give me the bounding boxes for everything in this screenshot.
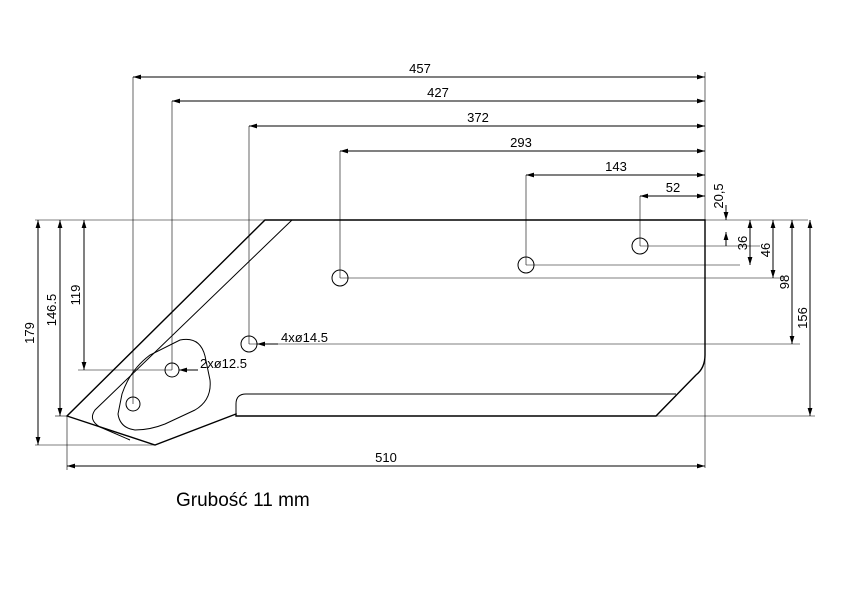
left-dimensions: 179 146.5 119 [22, 220, 87, 445]
dim-20-5: 20,5 [711, 183, 726, 208]
dim-46: 46 [758, 243, 773, 257]
dim-119: 119 [68, 285, 83, 306]
dim-52: 52 [666, 180, 680, 195]
dim-510: 510 [375, 450, 397, 465]
dim-372: 372 [467, 110, 489, 125]
hole-callouts: 4xø14.5 2xø12.5 [179, 330, 328, 373]
blade-contour [65, 219, 706, 446]
thickness-caption: Grubość 11 mm [176, 490, 310, 511]
dim-457: 457 [409, 61, 431, 76]
dim-179: 179 [22, 322, 37, 344]
dim-293: 293 [510, 135, 532, 150]
dim-143: 143 [605, 159, 627, 174]
top-dimensions: 457 427 372 293 143 52 [133, 61, 705, 199]
blade-inner-edge [91, 219, 293, 441]
dim-156: 156 [795, 307, 810, 329]
blade-slot [117, 338, 211, 431]
dim-427: 427 [427, 85, 449, 100]
dim-146-5: 146.5 [44, 294, 59, 327]
small-hole-label: 2xø12.5 [200, 356, 247, 371]
bottom-dimension: 510 [67, 450, 705, 469]
large-hole-label: 4xø14.5 [281, 330, 328, 345]
bottom-relief [235, 393, 676, 414]
right-dimensions: 20,5 36 46 98 156 [711, 183, 813, 416]
dim-98: 98 [777, 275, 792, 289]
holes [125, 237, 649, 412]
dim-36: 36 [735, 236, 750, 250]
blade-outline [35, 219, 808, 446]
extension-lines [35, 72, 815, 470]
